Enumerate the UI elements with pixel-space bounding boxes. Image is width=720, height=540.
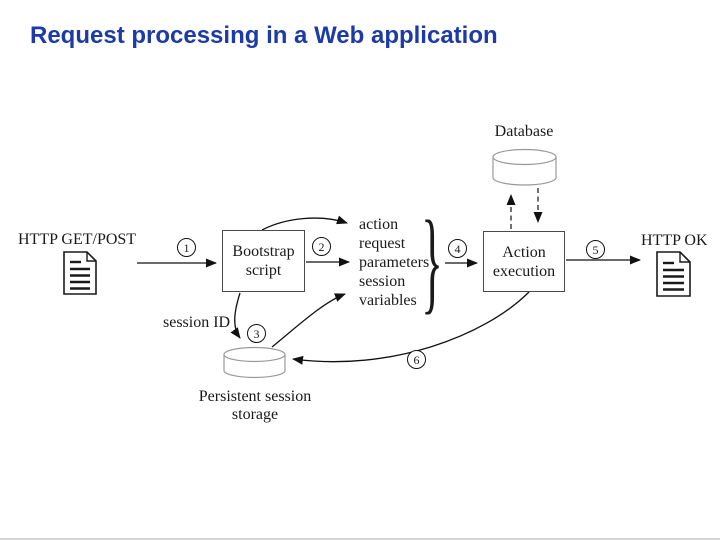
- brace-glyph: }: [421, 195, 443, 325]
- payload-list: action request parameters session variab…: [359, 215, 429, 310]
- session-id-label: session ID: [163, 314, 231, 331]
- action-execution-label-line1: Action: [502, 243, 546, 261]
- slide-bottom-border: [0, 538, 720, 540]
- http-response-label: HTTP OK: [641, 232, 708, 249]
- storage-label-line1: Persistent session: [198, 388, 312, 405]
- http-request-label: HTTP GET/POST: [18, 231, 137, 248]
- bootstrap-script-label-line1: Bootstrap: [232, 243, 295, 260]
- step-4-badge: 4: [448, 239, 467, 258]
- database-cylinder-icon: [492, 148, 557, 186]
- group-brace-icon: }: [419, 203, 445, 318]
- storage-label: Persistent session storage: [196, 388, 314, 424]
- request-document-icon: [63, 251, 97, 295]
- step-1-badge: 1: [177, 238, 196, 257]
- session-id-arrow: [230, 292, 241, 339]
- page-title: Request processing in a Web application: [30, 22, 498, 49]
- step-6-badge: 6: [407, 350, 426, 369]
- payload-item-session: session: [359, 273, 406, 290]
- action-to-storage-arrow: [292, 291, 530, 365]
- payload-item-variables: variables: [359, 292, 417, 309]
- payload-item-action: action: [359, 216, 399, 233]
- payload-item-parameters: parameters: [359, 254, 430, 271]
- bootstrap-script-box: Bootstrap script: [222, 230, 305, 292]
- session-storage-cylinder-icon: [223, 346, 286, 379]
- step-3-badge: 3: [247, 324, 266, 343]
- bootstrap-to-action-arrow: [261, 215, 348, 231]
- payload-item-request: request: [359, 235, 406, 252]
- step-5-badge: 5: [586, 240, 605, 259]
- storage-label-line2: storage: [231, 406, 279, 423]
- database-label: Database: [494, 123, 554, 140]
- action-execution-box: Action execution: [483, 231, 565, 292]
- storage-to-variables-arrow: [271, 293, 346, 348]
- bootstrap-script-label-line2: script: [245, 262, 282, 279]
- step-2-badge: 2: [312, 237, 331, 256]
- action-execution-label-line2: execution: [492, 262, 556, 280]
- response-document-icon: [656, 251, 691, 297]
